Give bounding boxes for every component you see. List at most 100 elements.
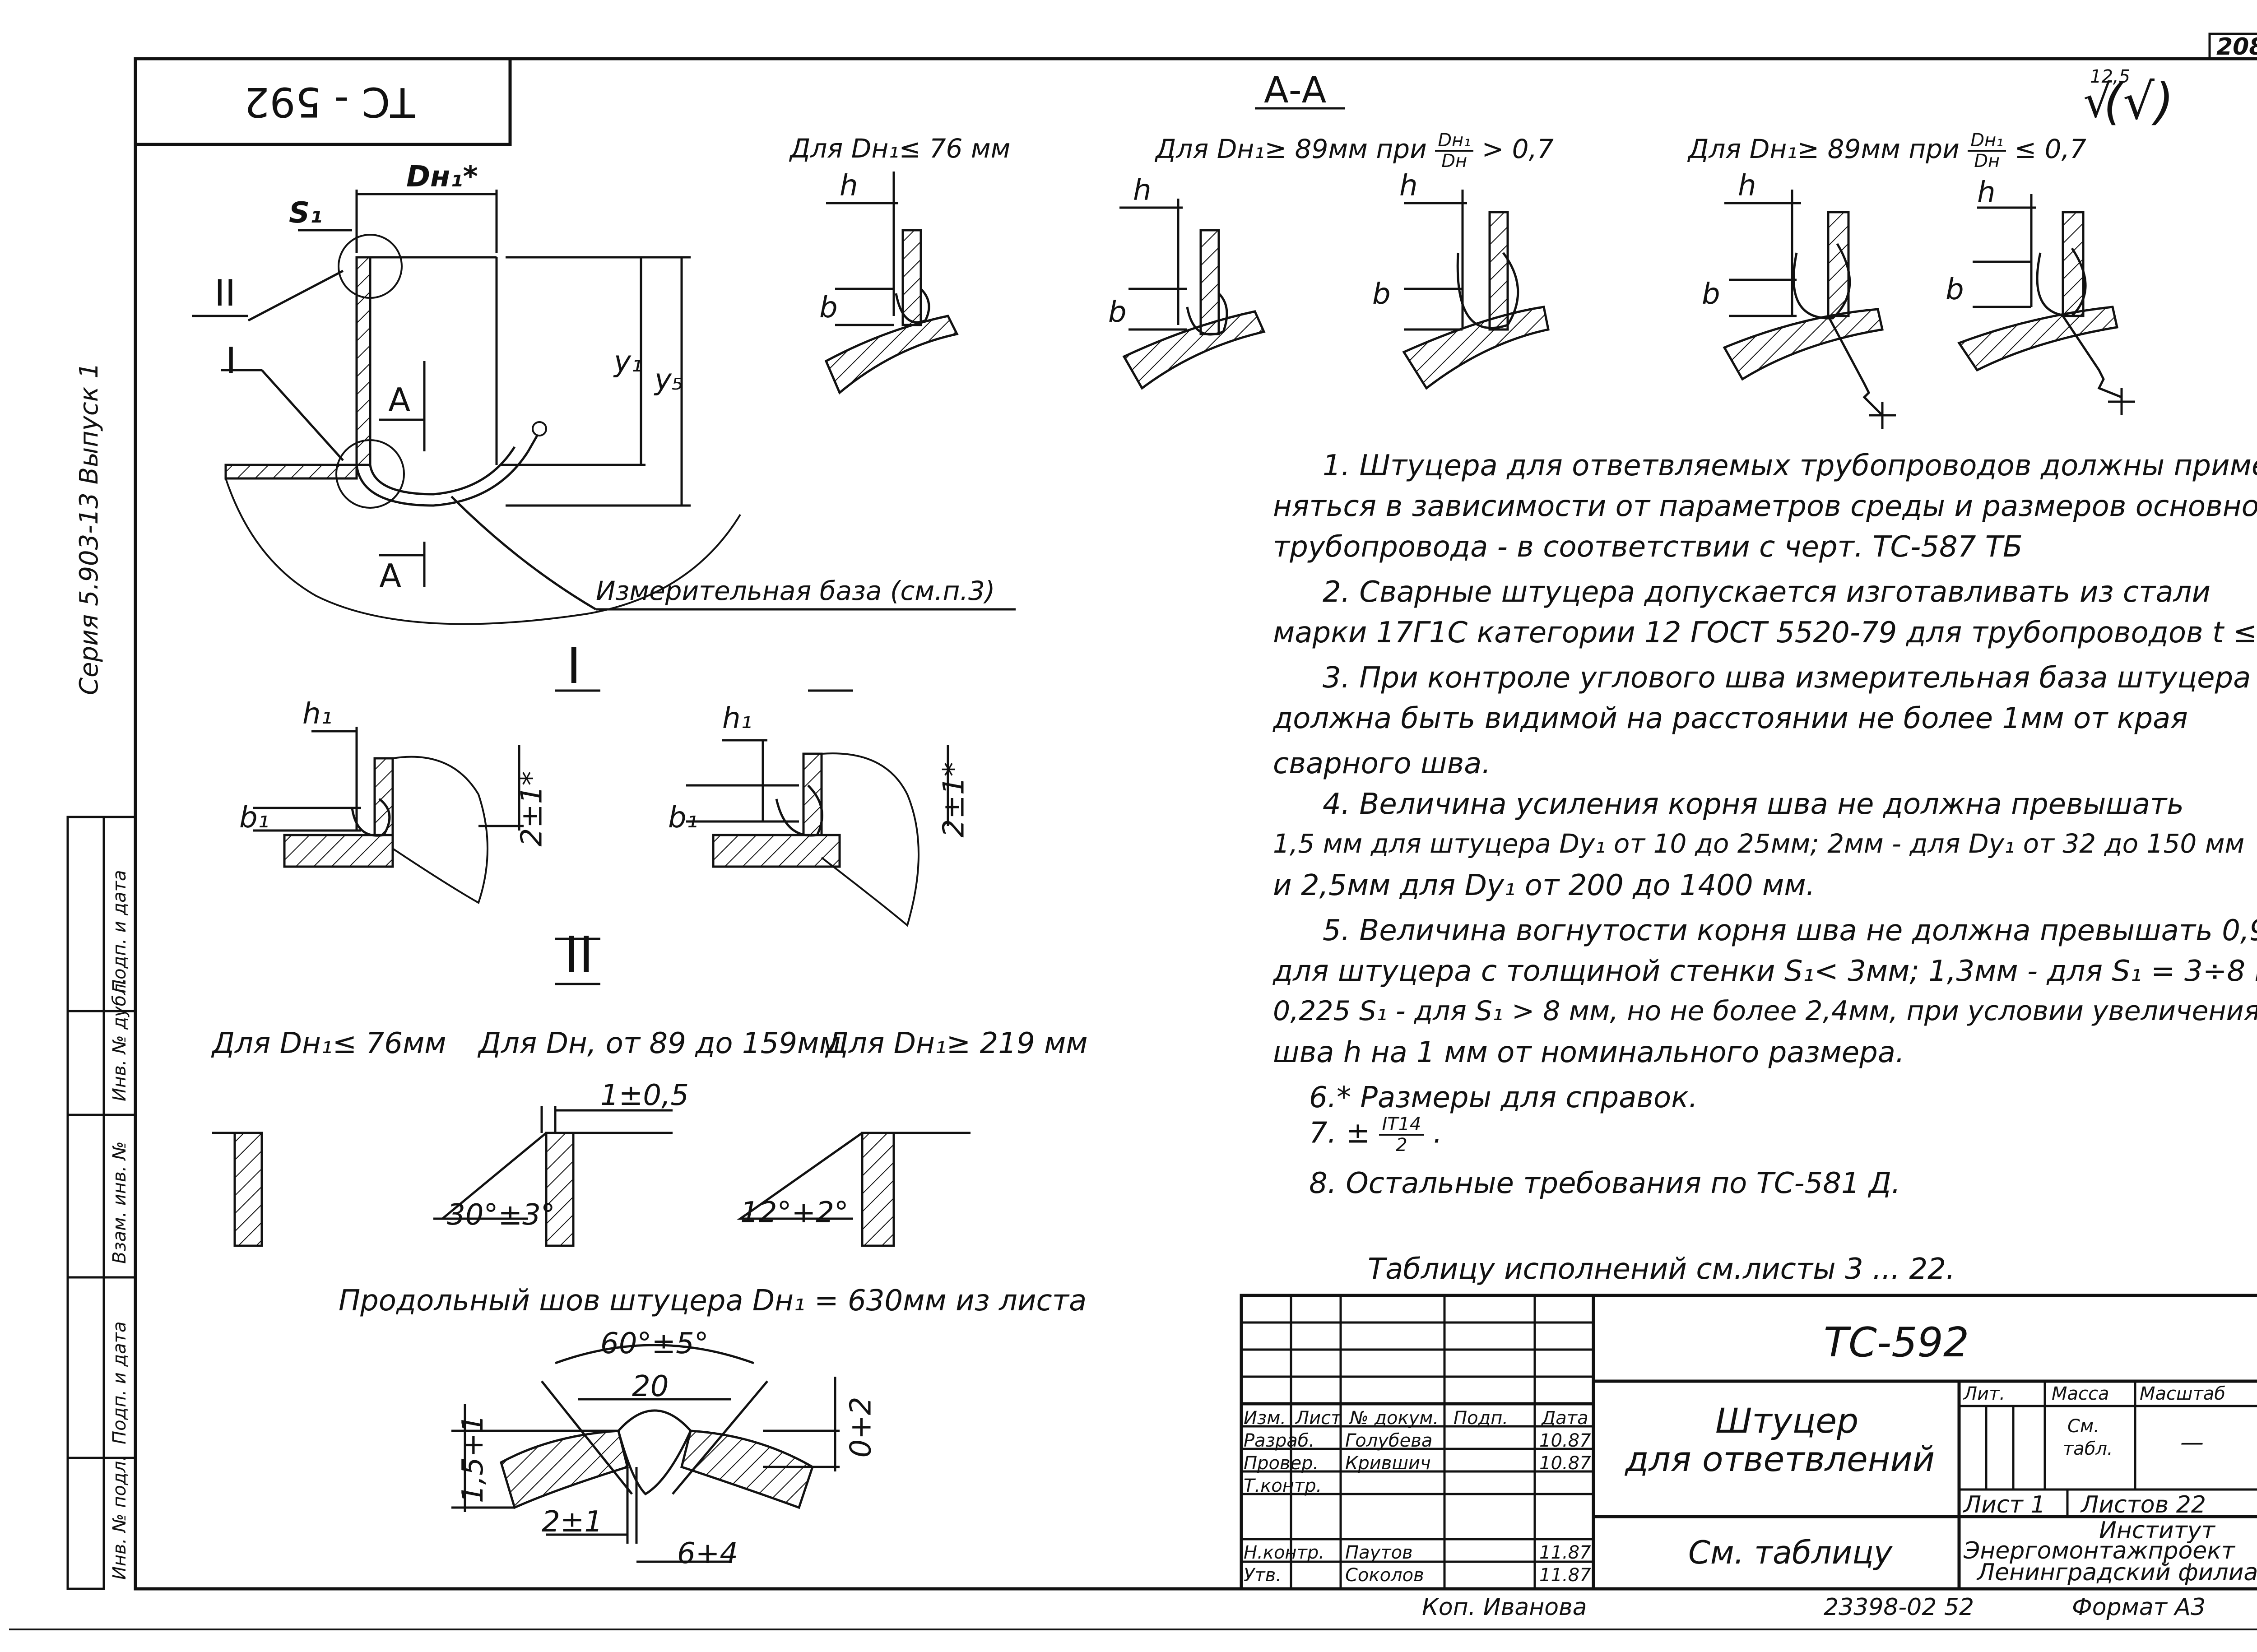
seam-gap: 2±1 bbox=[542, 1505, 603, 1539]
title-material: См. таблицу bbox=[1688, 1534, 1893, 1571]
detail-marker-1: I bbox=[226, 340, 237, 382]
note-line-12: 5. Величина вогнутости корня шва не долж… bbox=[1323, 914, 2257, 947]
sheet-number: 208 bbox=[2216, 33, 2257, 60]
dim-tol-left: 2±1* bbox=[515, 771, 549, 847]
stamp-duplicate-inventory: Инв. № дубл. bbox=[109, 978, 130, 1101]
dim-b1-right: b₁ bbox=[668, 801, 698, 835]
dim-h-1: h bbox=[840, 169, 858, 203]
header-sign: Подп. bbox=[1454, 1408, 1509, 1429]
title-name-2: для ответвлений bbox=[1625, 1439, 1935, 1479]
note-line-6: 3. При контроле углового шва измерительн… bbox=[1323, 661, 2251, 695]
role-approver: Утв. bbox=[1244, 1565, 1282, 1586]
title-code: ТС-592 bbox=[1824, 1319, 1969, 1366]
section-caption-3-text: Для Dн₁≥ 89мм при bbox=[1688, 134, 1960, 165]
doc-number: 23398-02 52 bbox=[1824, 1594, 1974, 1621]
section-caption-1: Для Dн₁≤ 76 мм bbox=[790, 133, 1011, 164]
header-change: Изм. bbox=[1244, 1408, 1286, 1429]
table-reference: Таблицу исполнений см.листы 3 ... 22. bbox=[1368, 1253, 1955, 1286]
dim-angle-2: 12°+2° bbox=[740, 1196, 849, 1230]
org-line-2: Энергомонтажпроект bbox=[1964, 1537, 2235, 1564]
note-7-numerator: IT14 bbox=[1379, 1115, 1424, 1136]
note-line-10: 1,5 мм для штуцера Dу₁ от 10 до 25мм; 2м… bbox=[1273, 828, 2245, 859]
seam-bottom-dim: 6+4 bbox=[677, 1537, 738, 1570]
ratio-numerator: Dн₁ bbox=[1435, 131, 1474, 152]
header-doc: № докум. bbox=[1350, 1408, 1439, 1429]
org-line-3: Ленинградский филиал bbox=[1977, 1559, 2257, 1586]
dim-y5: y₅ bbox=[655, 363, 683, 397]
role-tech-control: Т.контр. bbox=[1244, 1476, 1322, 1496]
note-line-16: 6.* Размеры для справок. bbox=[1309, 1081, 1698, 1114]
note-line-7: должна быть видимой на расстоянии не бол… bbox=[1273, 702, 2188, 735]
stamp-original-inventory: Инв. № подл. bbox=[109, 1455, 130, 1580]
detail-1-title: I bbox=[567, 637, 581, 695]
roughness-check-icon: √ bbox=[2083, 75, 2112, 128]
note-line-5: марки 17Г1С категории 12 ГОСТ 5520-79 дл… bbox=[1273, 616, 2257, 650]
note-line-15: шва h на 1 мм от номинального размера. bbox=[1273, 1036, 1905, 1069]
role-checker: Провер. bbox=[1244, 1453, 1319, 1474]
seam-angle: 60°±5° bbox=[600, 1327, 709, 1360]
roughness-symbol: (√) bbox=[2104, 73, 2174, 130]
note-7-prefix: 7. ± bbox=[1309, 1116, 1370, 1150]
cut-label-bottom: А bbox=[379, 557, 402, 595]
role-norm-control: Н.контр. bbox=[1244, 1542, 1324, 1563]
note-line-11: и 2,5мм для Dу₁ от 200 до 1400 мм. bbox=[1273, 869, 1815, 902]
date-checker: 10.87 bbox=[1539, 1453, 1591, 1474]
section-caption-3-limit: ≤ 0,7 bbox=[2014, 134, 2086, 165]
note-line-18: 8. Остальные требования по ТС-581 Д. bbox=[1309, 1167, 1901, 1200]
note-line-4: 2. Сварные штуцера допускается изготавли… bbox=[1323, 575, 2211, 609]
mirrored-code: ТС - 592 bbox=[244, 78, 415, 125]
series-label: Серия 5.903-13 Выпуск 1 bbox=[74, 362, 104, 695]
dim-b-1: b bbox=[819, 291, 838, 325]
date-norm-control: 11.87 bbox=[1539, 1542, 1591, 1563]
section-caption-2-limit: > 0,7 bbox=[1481, 134, 1554, 165]
copied-by: Коп. Иванова bbox=[1422, 1594, 1587, 1621]
dim-b-2: b bbox=[1108, 296, 1127, 329]
measurement-base-label: Измерительная база (см.п.3) bbox=[596, 575, 995, 606]
detail-2-title: II bbox=[564, 926, 594, 984]
dim-h-2: h bbox=[1133, 174, 1152, 207]
stamp-signature-date-2: Подп. и дата bbox=[109, 1321, 130, 1444]
header-sheet: Лист bbox=[1296, 1408, 1342, 1429]
dim-tol-right: 2±1* bbox=[937, 762, 971, 838]
mass-value-1: См. bbox=[2067, 1416, 2099, 1437]
note-line-9: 4. Величина усиления корня шва не должна… bbox=[1323, 788, 2184, 821]
date-approver: 11.87 bbox=[1539, 1565, 1591, 1586]
dim-b-3: b bbox=[1372, 278, 1391, 311]
header-date: Дата bbox=[1542, 1408, 1588, 1429]
header-letter: Лит. bbox=[1964, 1383, 2006, 1404]
stamp-replace-inventory: Взам. инв. № bbox=[109, 1141, 130, 1264]
note-line-2: няться в зависимости от параметров среды… bbox=[1273, 490, 2257, 523]
dim-b-5: b bbox=[1946, 273, 1964, 306]
note-7-denominator: 2 bbox=[1396, 1135, 1407, 1155]
roughness-value: 12,5 bbox=[2090, 66, 2131, 87]
dim-b1-left: b₁ bbox=[239, 801, 269, 835]
seam-title: Продольный шов штуцера Dн₁ = 630мм из ли… bbox=[339, 1284, 1087, 1318]
note-7-suffix: . bbox=[1433, 1116, 1443, 1150]
org-line-1: Институт bbox=[2099, 1517, 2215, 1544]
dim-h-3: h bbox=[1399, 169, 1418, 203]
sheet-count: Листов 22 bbox=[2081, 1491, 2206, 1518]
header-scale: Масштаб bbox=[2140, 1383, 2226, 1404]
stamp-signature-date-1: Подп. и дата bbox=[109, 870, 130, 993]
dim-h1-left: h₁ bbox=[302, 697, 333, 731]
dim-y1: y₁ bbox=[614, 345, 643, 379]
note-line-13: для штуцера с толщиной стенки S₁< 3мм; 1… bbox=[1273, 955, 2257, 988]
ratio-numerator: Dн₁ bbox=[1968, 131, 2006, 152]
paper-format: Формат А3 bbox=[2072, 1594, 2206, 1621]
ratio-denominator: Dн bbox=[1974, 151, 2000, 172]
dim-h-4: h bbox=[1738, 169, 1756, 203]
dim-b-4: b bbox=[1702, 278, 1720, 311]
seam-width: 20 bbox=[632, 1370, 669, 1403]
date-developer: 10.87 bbox=[1539, 1430, 1591, 1451]
dim-s1: S₁ bbox=[289, 196, 323, 230]
note-line-3: трубопровода - в соответствии с черт. ТС… bbox=[1273, 530, 2023, 564]
role-developer: Разраб. bbox=[1244, 1430, 1315, 1451]
dim-h-5: h bbox=[1977, 176, 1996, 209]
